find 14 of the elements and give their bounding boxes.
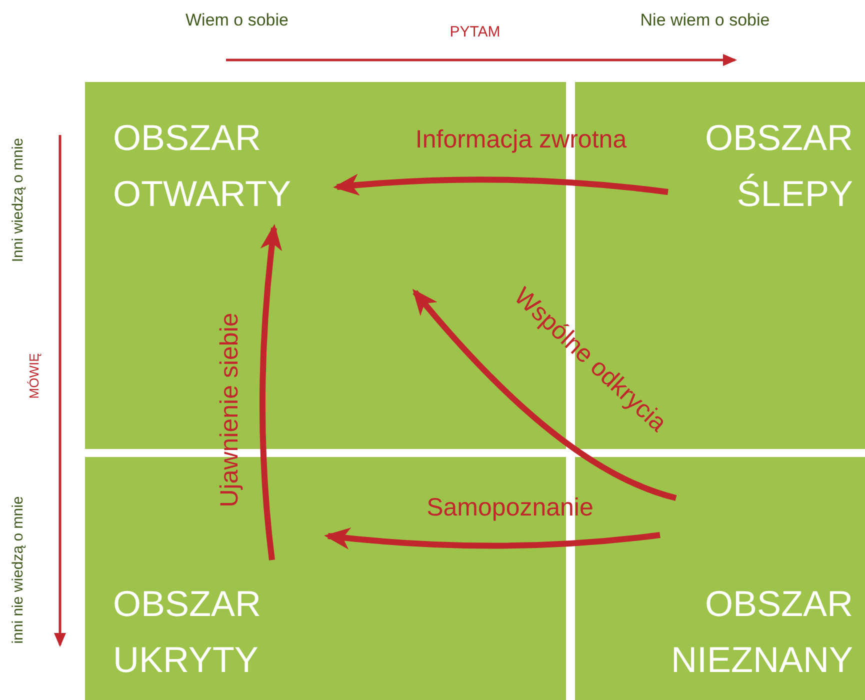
axis-label: inni nie wiedzą o mnie: [10, 496, 26, 644]
axis-label: MÓWIĘ: [28, 353, 40, 399]
curved-arrow: [333, 174, 668, 196]
axis-label: Nie wiem o sobie: [640, 12, 770, 28]
curved-arrow: [324, 527, 660, 550]
curved-arrow: [260, 224, 282, 560]
quadrant-title: OBSZAR OTWARTY: [113, 116, 291, 216]
quadrant-title: OBSZAR NIEZNANY: [670, 582, 853, 682]
edge-label: Ujawnienie siebie: [218, 312, 242, 508]
axis-label: Inni wiedzą o mnie: [10, 138, 26, 262]
axis-label: PYTAM: [450, 24, 500, 40]
quadrant-title: OBSZAR ŚLEPY: [704, 116, 853, 216]
axis-label: Wiem o sobie: [186, 12, 288, 28]
quadrant-title: OBSZAR UKRYTY: [113, 582, 262, 682]
